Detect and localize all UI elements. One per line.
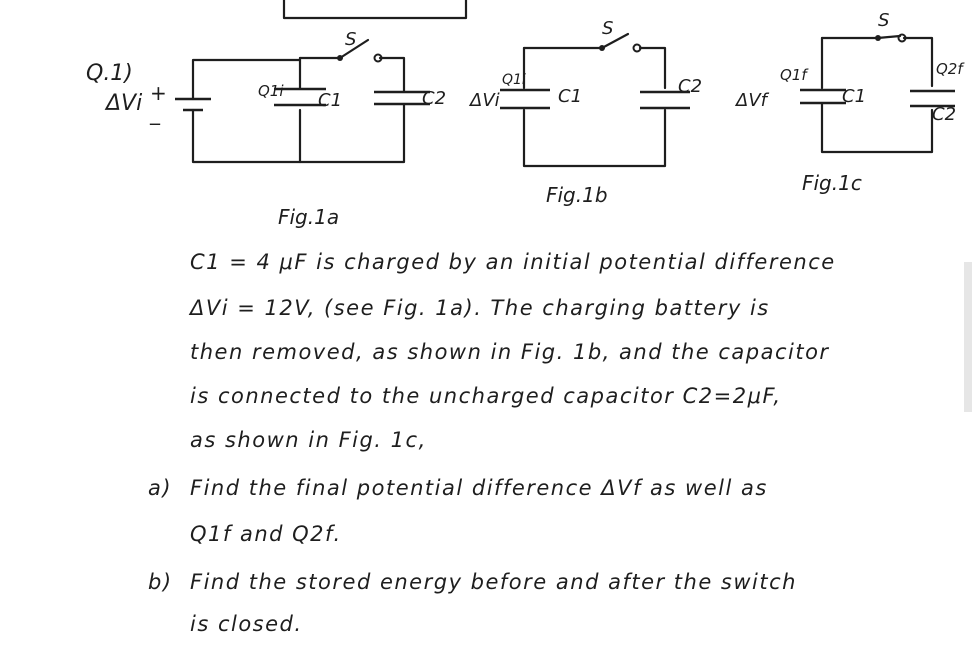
fig1c-switch-label: S (878, 10, 889, 31)
fig1a-switch-label: S (345, 29, 356, 50)
fig1b-charge-label: Q1i (502, 72, 526, 88)
fig1b-bottom-wire (522, 108, 667, 168)
fig1a-switch-contact-right (373, 53, 383, 63)
fig1c-charge1-label: Q1f (780, 66, 809, 84)
battery-minus-sign: _ (149, 101, 161, 125)
battery-voltage-label: ΔVi (104, 91, 142, 116)
fig1b-switch-contact-right (632, 43, 642, 53)
fig1a-charge-label: Q1i (258, 82, 284, 100)
fig1a-bottom-wire (191, 102, 406, 164)
page-edge-shadow (964, 262, 972, 412)
fig1c-switch-contact-right (897, 33, 907, 43)
figure-1c: ΔVf Q1f C1 Q2f C2 S Fig.1c (734, 10, 965, 195)
question-label: Q.1) (86, 61, 133, 86)
fig1c-voltage-label: ΔVf (734, 90, 770, 111)
fig1b-switch-label: S (602, 18, 613, 39)
fig1c-bottom-wire (820, 102, 934, 154)
fig1b-switch-blade (600, 32, 630, 50)
fig1b-c2-label: C2 (678, 76, 702, 97)
fig1a-switch-blade (338, 38, 370, 60)
fig1a-switch-right-wire (378, 56, 406, 94)
fig1c-caption: Fig.1c (802, 171, 862, 195)
fig1b-c1-label: C1 (558, 86, 582, 107)
fig1a-c1-label: C1 (318, 90, 342, 111)
fig1a-top-left-wire (191, 58, 302, 101)
fig1c-switch-blade (876, 34, 902, 40)
fig1c-charge2-label: Q2f (936, 60, 965, 78)
fig1c-c1-label: C1 (842, 86, 866, 107)
fig1b-top-right-wire (638, 46, 667, 90)
figure-1a: ΔVi + _ Q1i C1 C2 S Fig.1a (104, 29, 446, 229)
fig1a-caption: Fig.1a (278, 205, 339, 229)
fig1c-top-right-wire (902, 36, 934, 88)
battery-plus-sign: + (150, 81, 167, 105)
fig1c-c2-label: C2 (932, 104, 956, 125)
previous-figure-box (282, 0, 468, 20)
fig1b-voltage-label: ΔVi (468, 90, 500, 111)
fig1a-c2-label: C2 (422, 88, 446, 109)
fig1b-caption: Fig.1b (546, 183, 608, 207)
figure-1b: ΔVi Q1i C1 C2 S Fig.1b (468, 18, 702, 207)
